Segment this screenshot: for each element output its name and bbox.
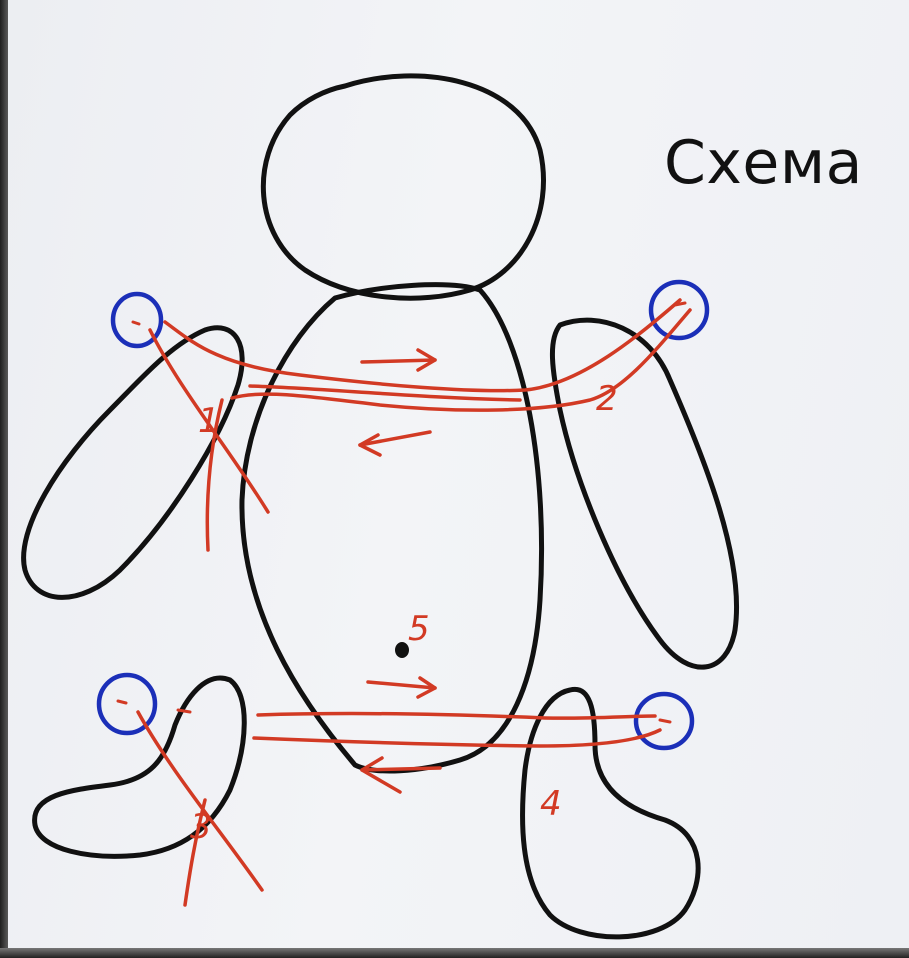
lower-path-line-bottom	[254, 730, 660, 746]
arrow-left-upper	[360, 432, 430, 455]
upper-path-line-mid	[250, 386, 520, 400]
point-dots	[118, 303, 685, 722]
label-number-2: 2	[596, 379, 618, 419]
arrow-right-lower	[368, 678, 435, 697]
arrow-left-lower	[362, 758, 440, 792]
head-outline	[263, 76, 543, 298]
arrow-right-upper	[362, 350, 435, 370]
upper-right-point-circle	[651, 282, 707, 338]
label-number-5: 5	[408, 609, 430, 649]
label-number-3: 3	[190, 807, 212, 847]
left-leg-outline	[35, 678, 245, 856]
torso-outline	[242, 285, 542, 771]
label-number-1: 1	[198, 401, 220, 441]
left-leg-stub-line	[178, 710, 190, 712]
point-5-dot	[395, 642, 409, 658]
label-number-4: 4	[540, 784, 562, 824]
